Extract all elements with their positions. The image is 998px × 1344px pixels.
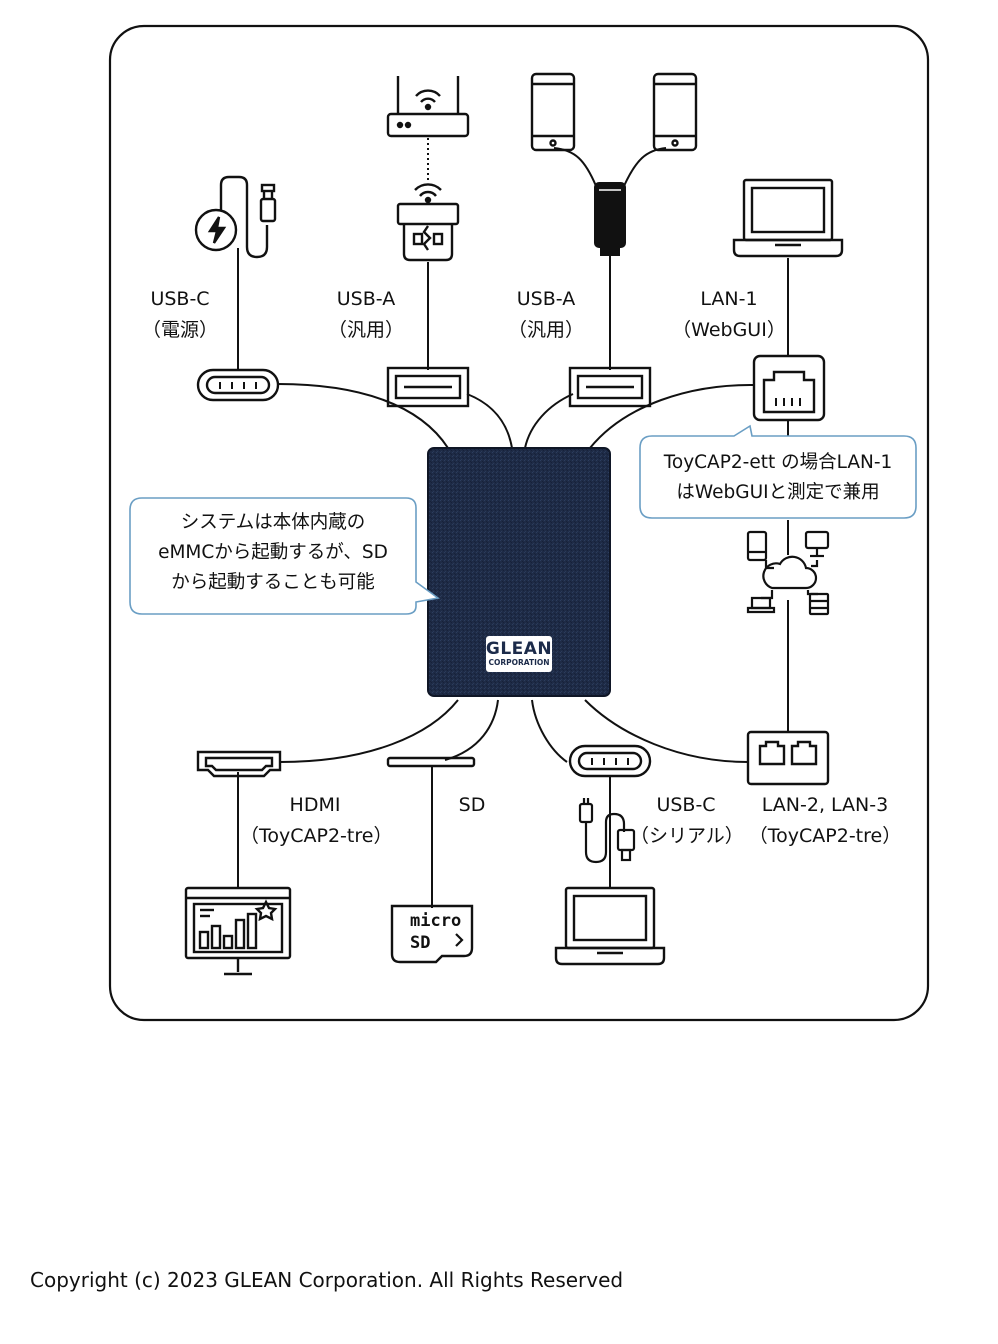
glean-logo: GLEAN CORPORATION [486,636,552,672]
network-cloud-icon [746,530,830,616]
boot-callout-line2: eMMCから起動するが、SD [158,542,388,563]
usb-stick-icon [594,182,626,256]
boot-callout-bubble [129,497,440,615]
copyright-text: Copyright (c) 2023 GLEAN Corporation. Al… [30,1268,624,1292]
label-lan-2-3-line1: LAN-2, LAN-3 [761,794,889,816]
usb-c-serial-port-icon [568,744,652,778]
usb-a-port-2-icon [568,366,652,408]
cables [237,138,789,908]
microsd-card-icon: micro SD [390,904,474,964]
usb-a-port-1-icon [386,366,470,408]
wifi-usb-dongle-icon [396,183,460,262]
boot-callout-line3: から起動することも可能 [171,572,375,593]
label-usb-a-1-line1: USB-A [336,288,396,310]
lan-1-port-icon [752,354,826,422]
label-usb-c-power: USB-C （電源） [130,284,230,346]
boot-callout-text: システムは本体内蔵の eMMCから起動するが、SD から起動することも可能 [134,508,412,598]
label-sd: SD [440,790,504,821]
label-usb-a-2-line1: USB-A [516,288,576,310]
lan-callout-line1: ToyCAP2-ett の場合LAN-1 [663,452,893,473]
smartphone-icon [530,72,698,152]
label-lan-1-line2: （WebGUI） [672,319,786,341]
label-usb-c-power-line1: USB-C [150,288,210,310]
lan-2-3-port-icon [746,730,830,786]
logo-line2: CORPORATION [488,658,550,667]
label-lan-2-3: LAN-2, LAN-3 （ToyCAP2-tre） [748,790,902,852]
label-usb-a-1: USB-A （汎用） [316,284,416,346]
label-sd-line1: SD [458,794,486,816]
laptop-icon [732,178,844,258]
laptop-bottom-icon [554,886,666,966]
lan-callout-bubble [639,424,917,519]
label-hdmi: HDMI （ToyCAP2-tre） [240,790,393,852]
wifi-router-icon [386,76,470,138]
power-adapter-icon [194,175,277,259]
sd-slot-icon [386,756,476,768]
lan-callout-line2: はWebGUIと測定で兼用 [676,482,880,503]
monitor-chart-icon [184,886,292,976]
diagram-frame [108,24,930,1022]
usb-cable-icon [578,798,636,864]
connection-curves [277,383,756,763]
label-usb-c-serial-line2: （シリアル） [630,825,744,847]
microsd-label-line2: SD [410,933,430,953]
logo-line1: GLEAN [485,639,553,659]
label-hdmi-line1: HDMI [289,794,341,816]
boot-callout-line1: システムは本体内蔵の [180,512,366,533]
usb-c-power-port-icon [196,368,280,402]
microsd-label-line1: micro [410,911,461,931]
label-usb-c-serial: USB-C （シリアル） [630,790,744,852]
label-usb-a-2-line2: （汎用） [507,319,584,341]
toycap-device [427,447,611,697]
label-lan-1-line1: LAN-1 [700,288,758,310]
label-usb-c-serial-line1: USB-C [656,794,716,816]
label-usb-c-power-line2: （電源） [141,319,218,341]
label-lan-2-3-line2: （ToyCAP2-tre） [748,825,902,847]
label-usb-a-2: USB-A （汎用） [496,284,596,346]
lan-callout-text: ToyCAP2-ett の場合LAN-1 はWebGUIと測定で兼用 [642,448,914,508]
label-hdmi-line2: （ToyCAP2-tre） [240,825,393,847]
label-lan-1: LAN-1 （WebGUI） [664,284,794,346]
label-usb-a-1-line2: （汎用） [327,319,404,341]
hdmi-port-icon [196,750,282,778]
